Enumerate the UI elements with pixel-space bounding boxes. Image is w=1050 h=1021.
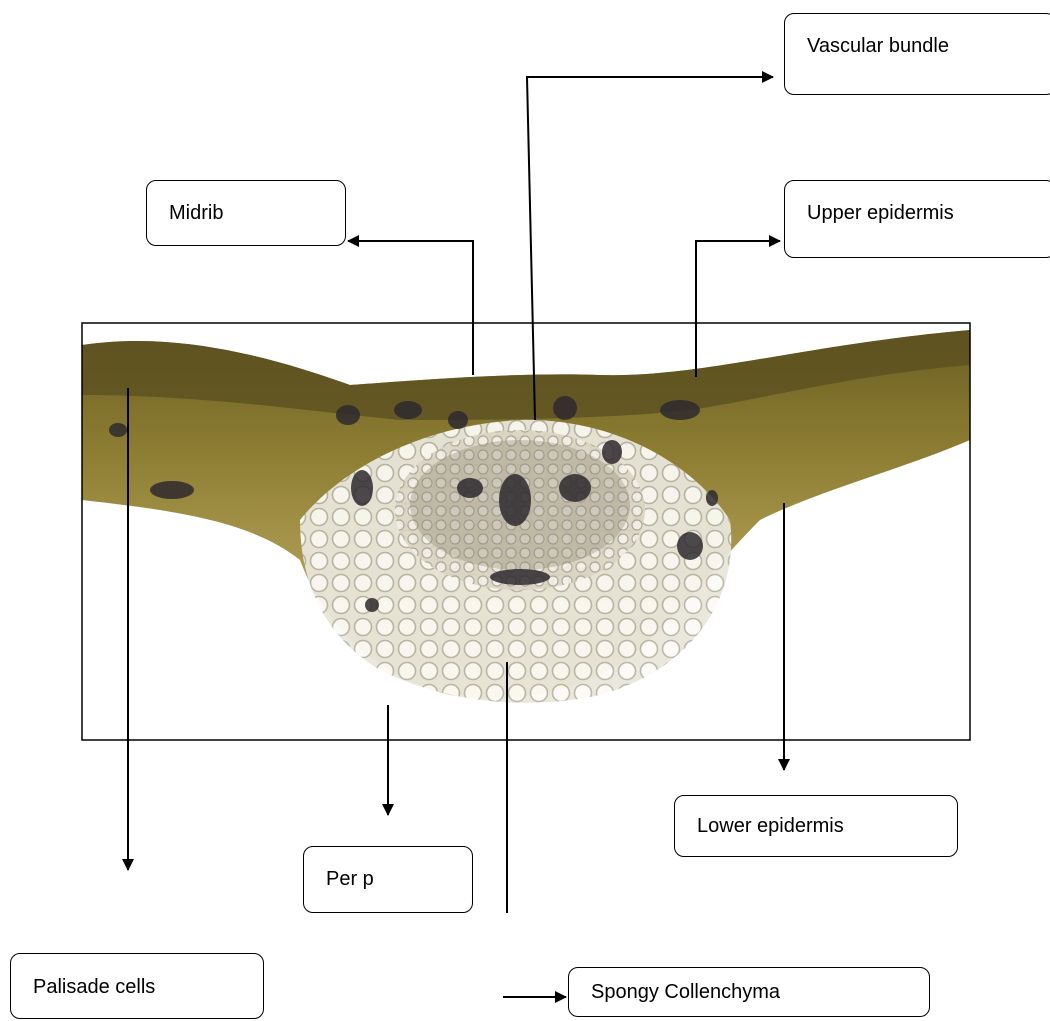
label-upper-epidermis: Upper epidermis (784, 180, 1050, 258)
label-per-p: Per p (303, 846, 473, 913)
label-vascular-bundle: Vascular bundle (784, 13, 1050, 95)
label-lower-epidermis: Lower epidermis (674, 795, 958, 857)
label-spongy-collenchyma: Spongy Collenchyma (568, 967, 930, 1017)
label-midrib: Midrib (146, 180, 346, 246)
leaf-micrograph (82, 323, 970, 740)
label-palisade-cells: Palisade cells (10, 953, 264, 1019)
